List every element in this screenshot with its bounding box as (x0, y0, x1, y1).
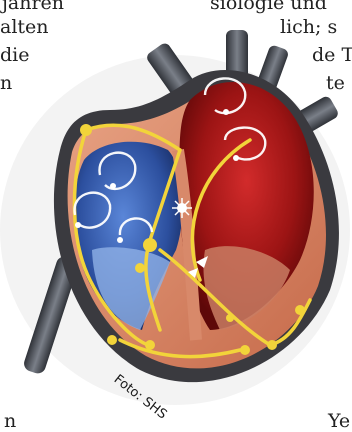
sinus-spark (172, 198, 192, 218)
